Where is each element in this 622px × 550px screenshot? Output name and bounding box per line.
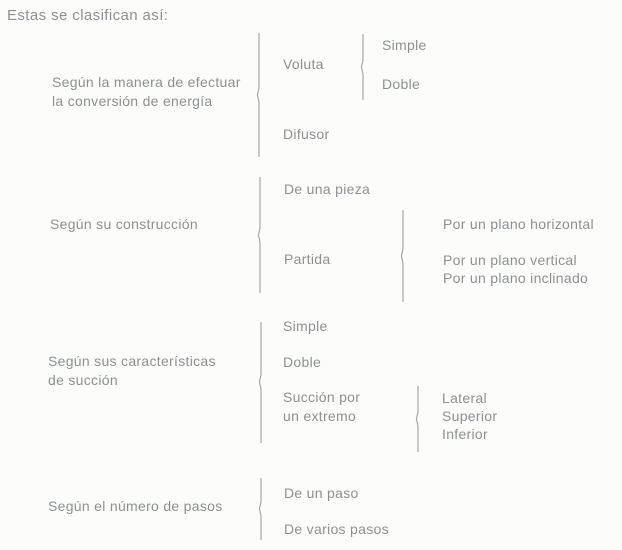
category-label-conversion-energia: Según la manera de efectuar la conversió… bbox=[52, 74, 241, 109]
brace-line bbox=[360, 34, 364, 100]
category-label-succion: Según sus características de succión bbox=[48, 353, 216, 388]
item-voluta-doble: Doble bbox=[382, 76, 421, 92]
item-succion-doble: Doble bbox=[283, 354, 322, 370]
brace-line bbox=[256, 33, 260, 157]
item-succion-simple: Simple bbox=[283, 318, 328, 334]
item-voluta-simple: Simple bbox=[382, 37, 427, 53]
brace-line bbox=[257, 177, 261, 293]
item-plano-horizontal: Por un plano horizontal bbox=[443, 216, 594, 232]
brace-line bbox=[258, 478, 262, 540]
item-lateral: Lateral bbox=[442, 390, 487, 406]
brace-line bbox=[400, 210, 404, 302]
item-inferior: Inferior bbox=[442, 426, 488, 442]
item-partida: Partida bbox=[284, 251, 331, 267]
item-succion-por-un-extremo: Succión por un extremo bbox=[283, 389, 361, 424]
category-label-numero-pasos: Según el número de pasos bbox=[48, 498, 223, 514]
item-de-varios-pasos: De varios pasos bbox=[284, 521, 389, 537]
item-difusor: Difusor bbox=[283, 126, 330, 142]
item-de-un-paso: De un paso bbox=[284, 485, 359, 501]
brace-line bbox=[258, 322, 262, 443]
intro-text: Estas se clasifican así: bbox=[7, 7, 169, 24]
category-label-construccion: Según su construcción bbox=[50, 216, 198, 232]
item-plano-vertical: Por un plano vertical bbox=[443, 252, 577, 268]
item-plano-inclinado: Por un plano inclinado bbox=[443, 270, 589, 286]
item-de-una-pieza: De una pieza bbox=[284, 181, 371, 197]
item-voluta: Voluta bbox=[283, 56, 324, 72]
item-superior: Superior bbox=[442, 408, 498, 424]
brace-line bbox=[415, 386, 419, 452]
